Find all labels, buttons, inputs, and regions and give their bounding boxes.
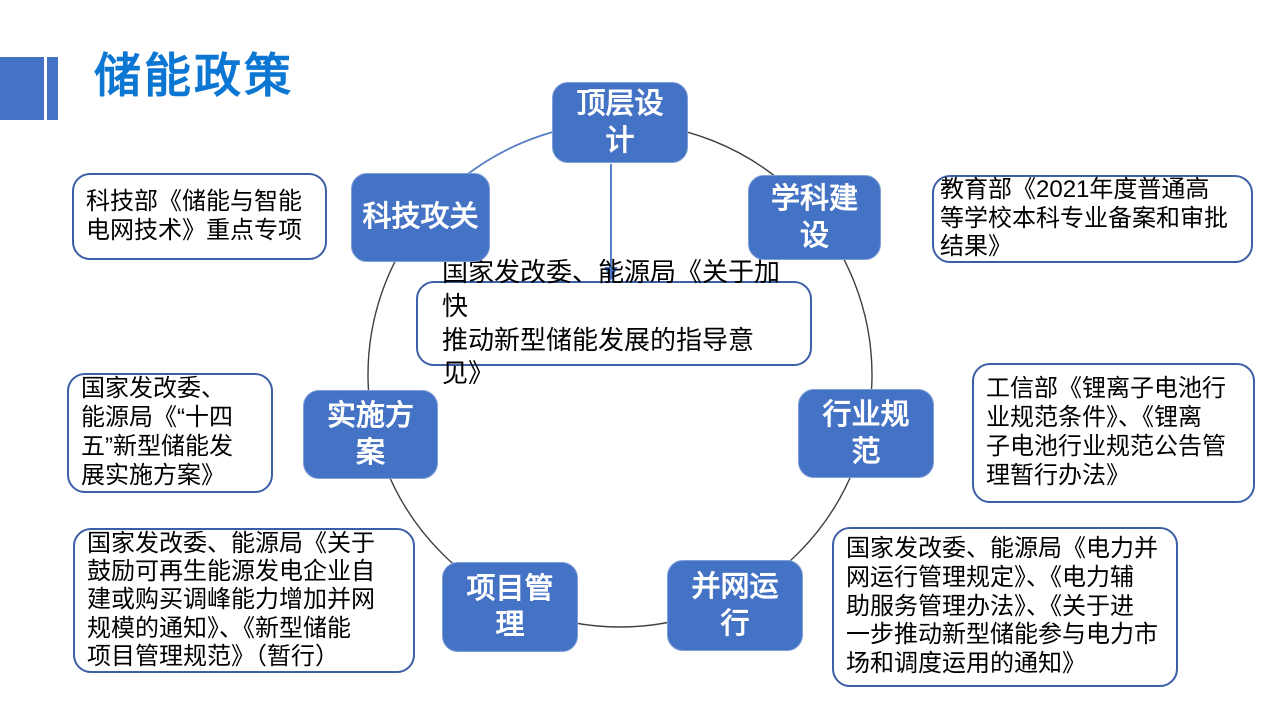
node-top-design: 顶层设 计 bbox=[552, 82, 688, 163]
node-implementation-plan: 实施方 案 bbox=[303, 390, 438, 479]
node-subject-construction: 学科建 设 bbox=[748, 175, 881, 260]
node-industry-standard: 行业规 范 bbox=[798, 389, 934, 478]
callout-implementation-plan: 国家发改委、 能源局《“十四 五”新型储能发 展实施方案》 bbox=[67, 373, 273, 493]
top-to-center-arrowhead bbox=[604, 267, 618, 281]
callout-project-management: 国家发改委、能源局《关于 鼓励可再生能源发电企业自 建或购买调峰能力增加并网 规… bbox=[73, 528, 415, 673]
callout-tech-research: 科技部《储能与智能 电网技术》重点专项 bbox=[72, 173, 327, 260]
node-grid-operation: 并网运 行 bbox=[667, 560, 803, 651]
callout-grid-operation: 国家发改委、能源局《电力并 网运行管理规定》、《电力辅 助服务管理办法》、《关于… bbox=[832, 527, 1178, 687]
title-accent-square bbox=[0, 57, 44, 120]
callout-education: 教育部《2021年度普通高 等学校本科专业备案和审批 结果》 bbox=[932, 175, 1253, 263]
page-title: 储能政策 bbox=[94, 49, 294, 102]
callout-industry-standard: 工信部《锂离子电池行 业规范条件》、《锂离 子电池行业规范公告管 理暂行办法》 bbox=[972, 363, 1255, 503]
title-accent-bar bbox=[47, 57, 58, 120]
callout-center-policy: 国家发改委、能源局《关于加快 推动新型储能发展的指导意见》 bbox=[416, 257, 812, 388]
node-tech-research: 科技攻关 bbox=[351, 173, 490, 262]
node-project-management: 项目管 理 bbox=[442, 562, 578, 652]
